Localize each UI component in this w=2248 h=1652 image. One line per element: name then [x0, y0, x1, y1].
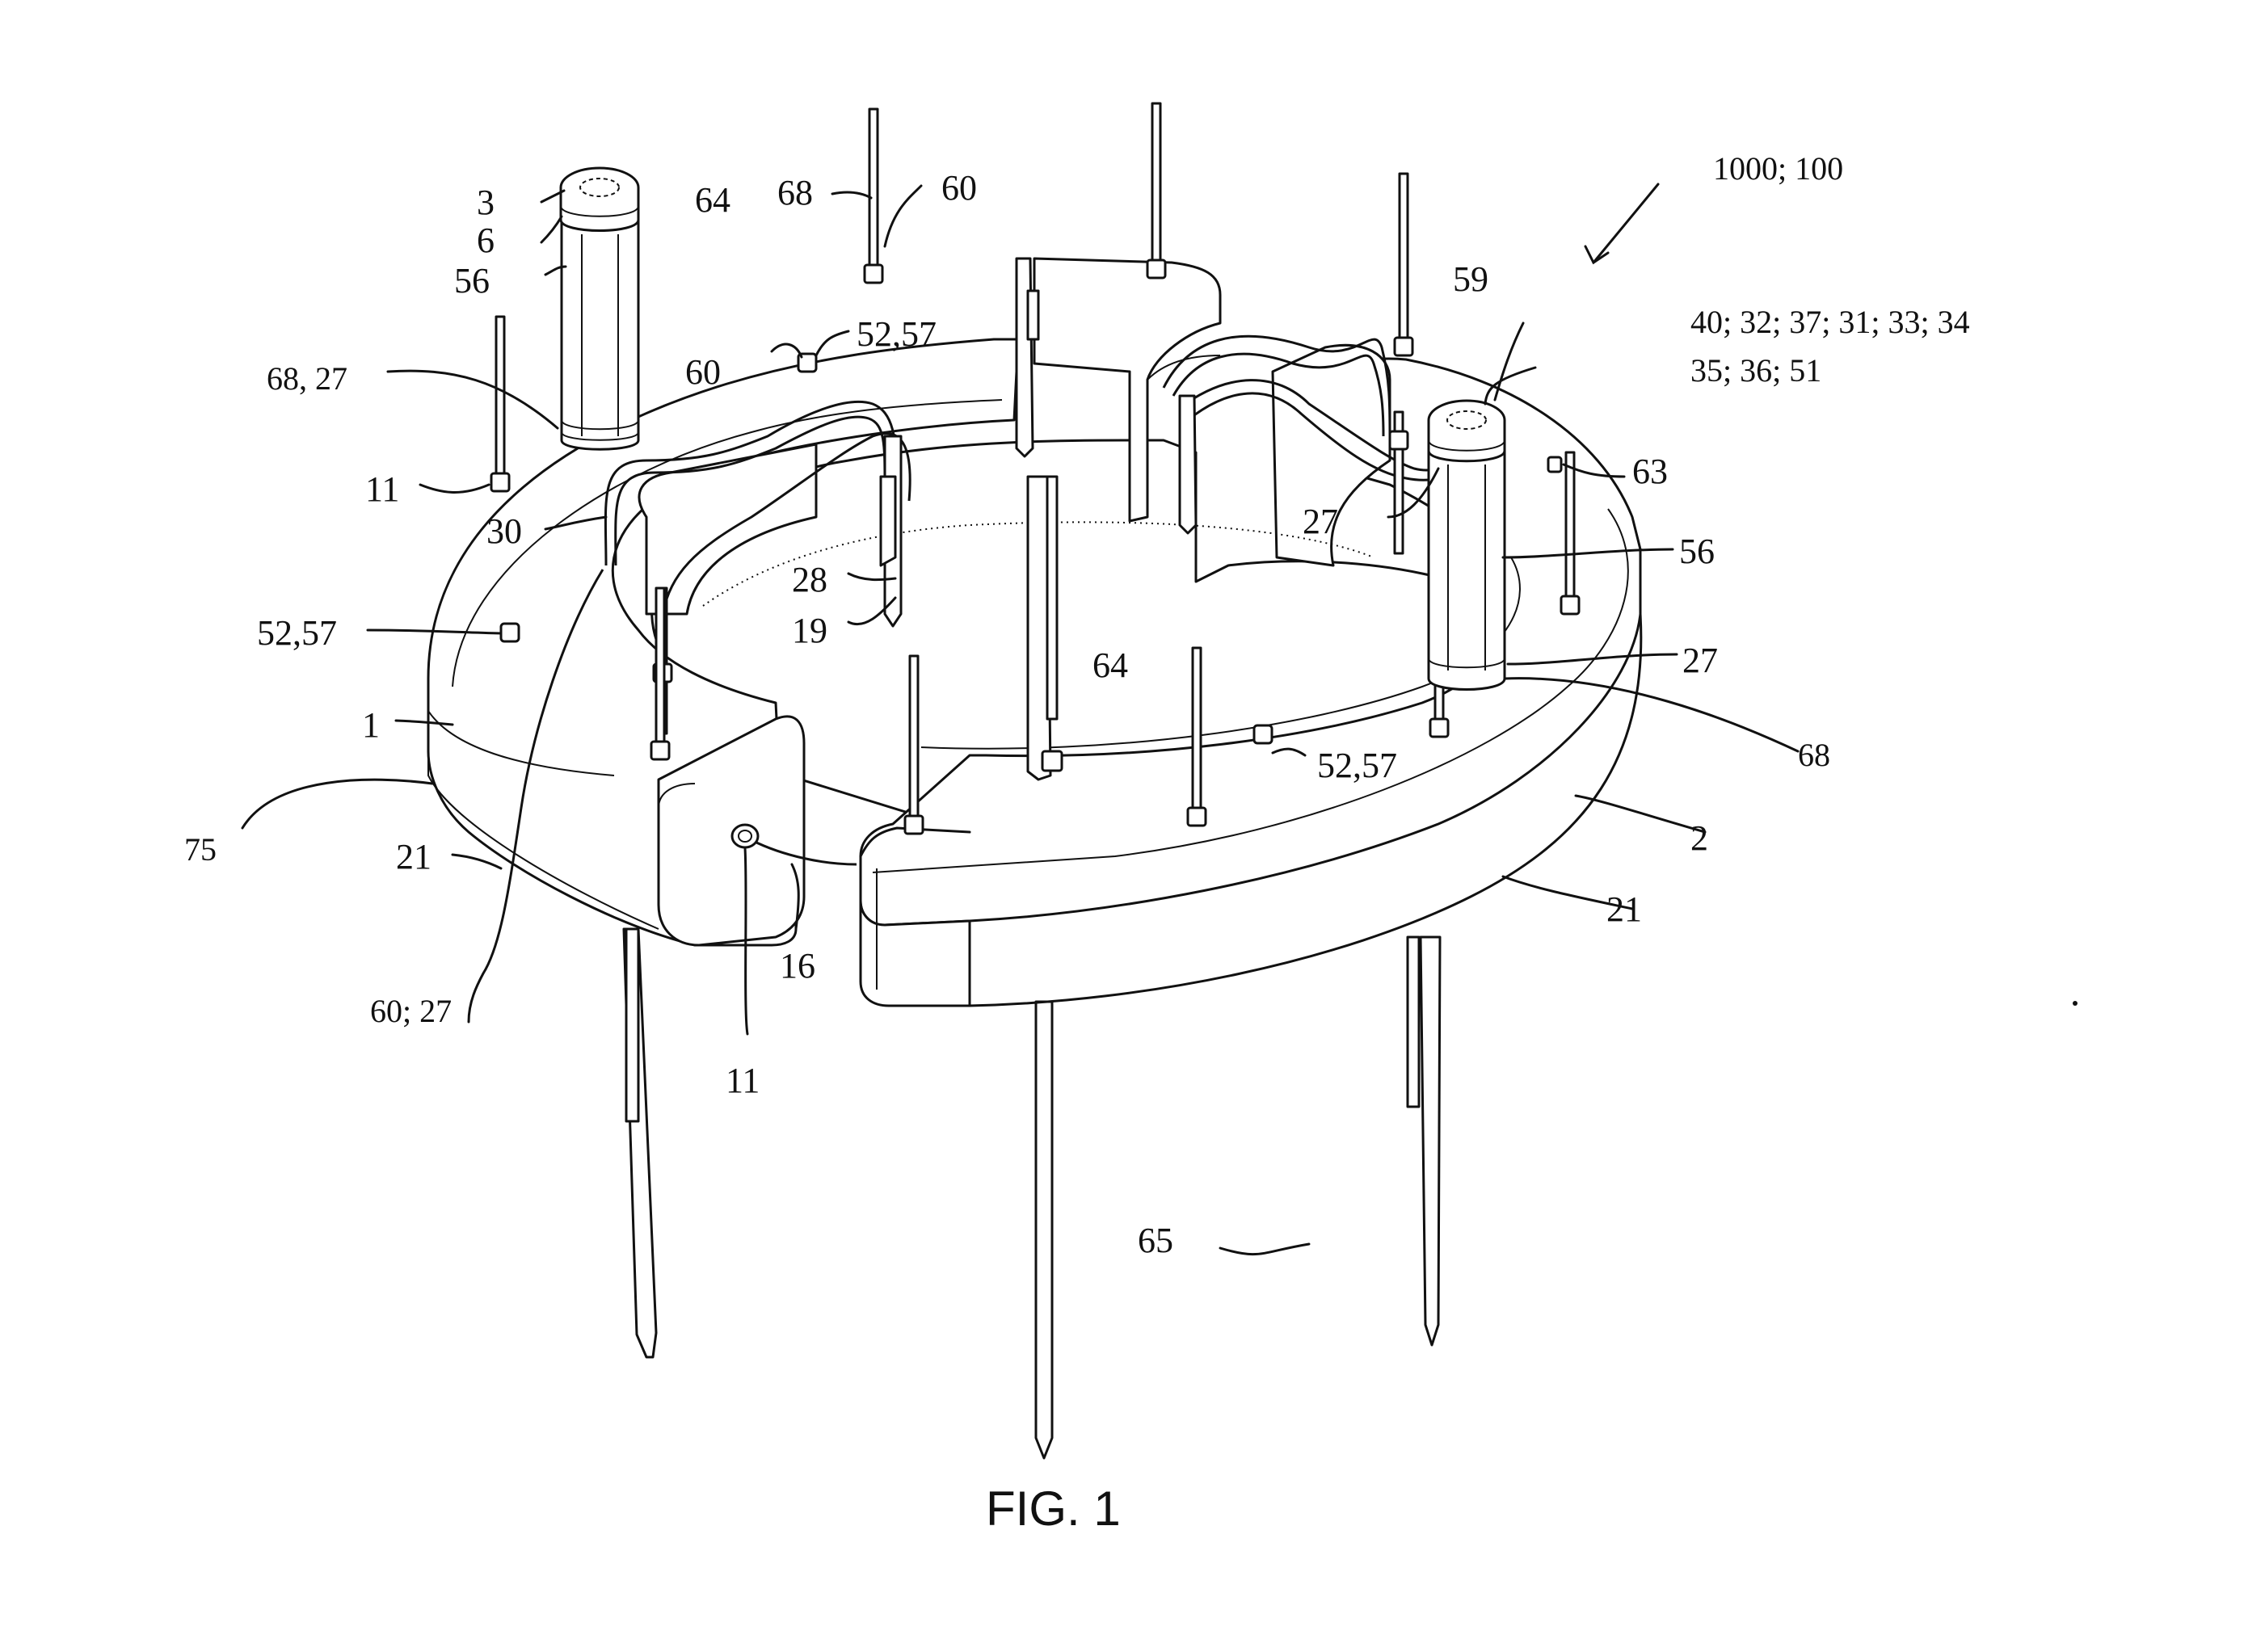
label-68-right: 68: [1798, 737, 1830, 773]
label-1: 1: [362, 705, 380, 745]
label-59: 59: [1453, 259, 1488, 299]
label-52-57-left: 52,57: [257, 613, 337, 653]
probes: [490, 102, 1581, 835]
label-68-27: 68, 27: [267, 360, 347, 397]
label-21-right: 21: [1606, 889, 1642, 929]
label-75: 75: [184, 831, 217, 868]
sensors: [499, 352, 1563, 745]
label-27-right: 27: [1682, 641, 1718, 680]
label-2: 2: [1690, 818, 1708, 858]
label-52-57-mid: 52,57: [1317, 746, 1397, 785]
probe-9: [903, 654, 924, 835]
label-21-left: 21: [396, 837, 431, 876]
connector-11: [730, 823, 760, 849]
label-6: 6: [477, 221, 495, 260]
probe-8: [650, 586, 671, 761]
cylinder-right: [1427, 399, 1506, 691]
leader-lines: [241, 183, 1800, 1256]
probe-1: [863, 107, 884, 284]
probe-4: [490, 315, 511, 493]
label-56-left: 56: [454, 261, 490, 301]
probe-10: [1186, 646, 1207, 827]
cylinder-left: [559, 166, 640, 451]
label-30: 30: [486, 511, 522, 551]
label-1000-100: 1000; 100: [1713, 150, 1843, 187]
probe-2: [1146, 102, 1167, 280]
label-27-mid: 27: [1303, 502, 1338, 541]
figure-caption: FIG. 1: [986, 1482, 1121, 1536]
label-60-mid: 60: [685, 352, 721, 392]
probe-12: [1041, 475, 1063, 772]
label-11-bottom: 11: [726, 1061, 760, 1100]
label-28: 28: [792, 560, 827, 599]
probe-3: [1393, 172, 1414, 357]
probe-5: [1388, 410, 1409, 555]
stake-left: [622, 927, 658, 1359]
label-65: 65: [1138, 1221, 1173, 1260]
label-40-line1: 40; 32; 37; 31; 33; 34: [1690, 304, 1970, 340]
label-60-top: 60: [941, 168, 977, 208]
ring-half-left: [427, 338, 1020, 947]
label-64-mid: 64: [1092, 645, 1128, 685]
label-3: 3: [477, 183, 495, 222]
label-11-left: 11: [365, 469, 399, 509]
stray-dot: [2073, 1001, 2078, 1006]
stake-center-front: [1034, 1000, 1054, 1460]
label-56-right: 56: [1679, 532, 1715, 571]
stake-right: [1406, 935, 1442, 1347]
label-19: 19: [792, 611, 827, 650]
hanging-clips: [879, 257, 1198, 781]
label-16: 16: [780, 946, 815, 986]
ring-back-block: [1033, 257, 1391, 567]
label-63: 63: [1632, 452, 1668, 491]
label-60-27: 60; 27: [370, 993, 452, 1029]
label-68-top: 68: [777, 173, 813, 212]
reference-labels: 1000; 100 3 6 56 64 68 60 60 52,57 68, 2…: [184, 150, 1970, 1260]
label-40-line2: 35; 36; 51: [1690, 352, 1821, 389]
label-52-57-top: 52,57: [857, 314, 937, 354]
label-64-top: 64: [695, 180, 730, 220]
probe-6: [1560, 451, 1581, 616]
